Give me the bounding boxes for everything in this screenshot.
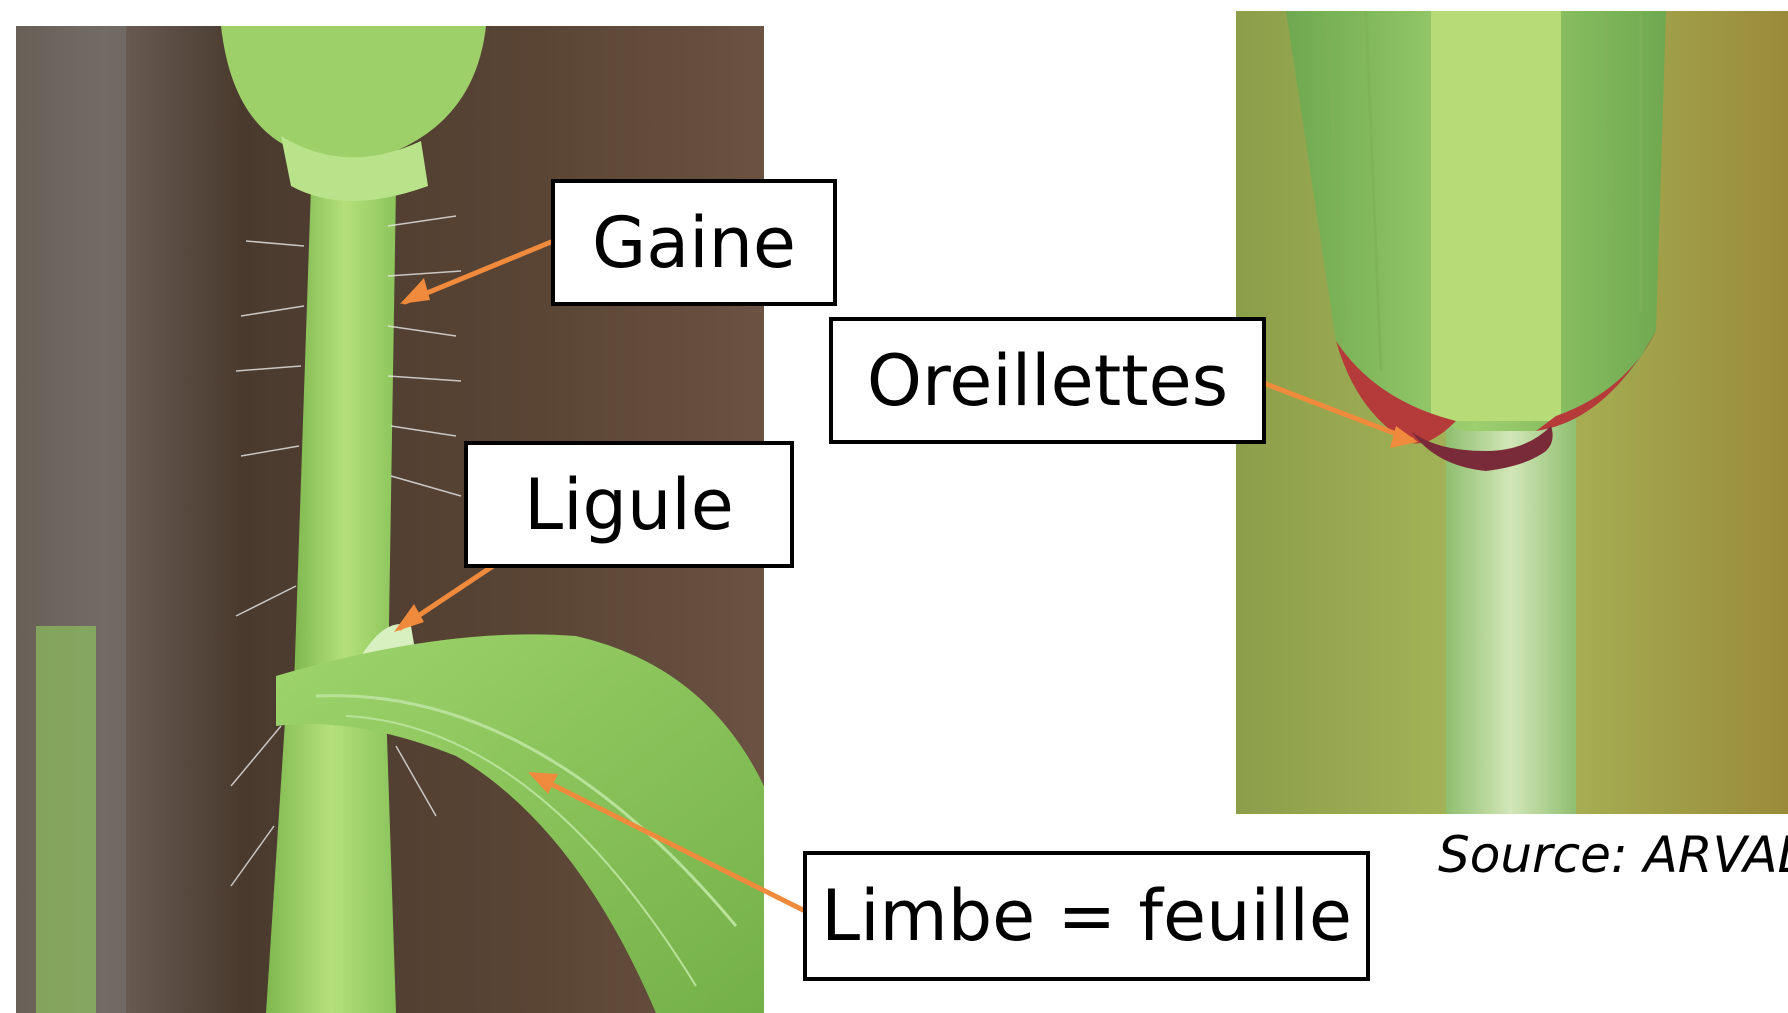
gaine-label: Gaine [551, 179, 837, 306]
ligule-label: Ligule [464, 441, 794, 568]
source-credit: Source: ARVALIS [1438, 826, 1788, 884]
auricle-photo [1236, 11, 1788, 814]
limbe-label: Limbe = feuille [803, 851, 1370, 981]
auricle-illustration [1236, 11, 1788, 814]
oreillettes-label: Oreillettes [829, 317, 1266, 444]
